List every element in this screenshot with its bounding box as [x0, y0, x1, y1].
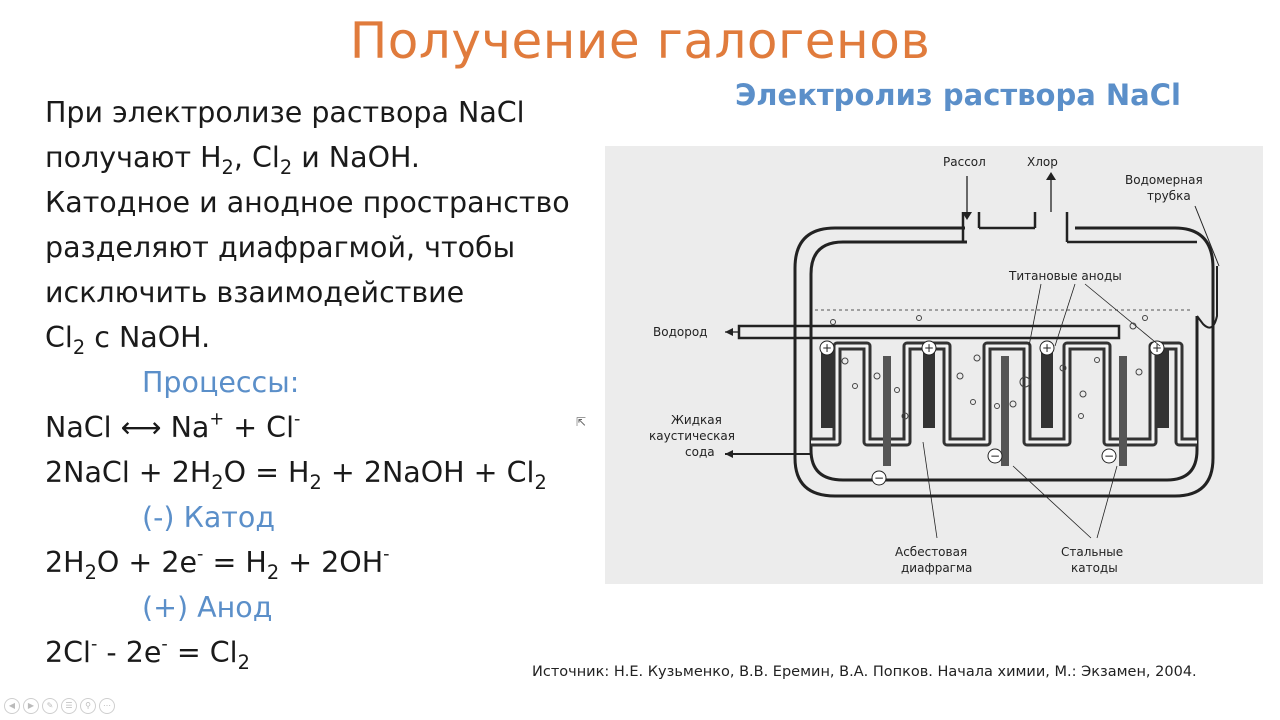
water-gauge-tube	[1196, 266, 1218, 329]
anode-heading: (+) Анод	[142, 591, 273, 624]
label-soda-1: Жидкая	[671, 413, 722, 427]
label-anodes: Титановые аноды	[1008, 269, 1122, 283]
anode-markers: + + + +	[819, 340, 1165, 356]
text-line: получают H2, Cl2 и NaOH.	[45, 141, 420, 179]
plus-mark: +	[1042, 341, 1052, 355]
equation-cathode: 2H2O + 2e- = H2 + 2OH-	[45, 544, 390, 584]
label-hydrogen: Водород	[653, 325, 707, 339]
text-line: Cl2 с NaOH.	[45, 321, 211, 359]
prev-slide-icon[interactable]: ◀	[4, 698, 20, 714]
label-gauge-1: Водомерная	[1125, 173, 1203, 187]
next-slide-icon[interactable]: ▶	[23, 698, 39, 714]
cathode-markers: − − −	[871, 448, 1117, 486]
titanium-anode	[821, 348, 833, 428]
label-brine: Рассол	[943, 155, 986, 169]
menu-icon[interactable]: ☰	[61, 698, 77, 714]
more-icon[interactable]: ⋯	[99, 698, 115, 714]
electrolysis-diagram: + + + + − − − Рассол Хлор Водомер	[605, 146, 1263, 584]
vessel-inner	[809, 240, 1199, 482]
slide-body: При электролизе раствора NaCl получают H…	[45, 90, 605, 675]
text-line: исключить взаимодействие	[45, 276, 465, 309]
steel-cathode	[883, 356, 891, 466]
slide-navigation: ◀ ▶ ✎ ☰ ⚲ ⋯	[4, 698, 115, 714]
minus-mark: −	[874, 471, 884, 485]
text-line: При электролизе раствора NaCl	[45, 96, 525, 129]
label-chlorine: Хлор	[1027, 155, 1058, 169]
label-asbestos-1: Асбестовая	[895, 545, 967, 559]
zoom-icon[interactable]: ⚲	[80, 698, 96, 714]
processes-heading: Процессы:	[142, 366, 300, 399]
equation-dissociation: NaCl ⟷ Na+ + Cl-	[45, 409, 301, 444]
vessel-outline	[793, 226, 1215, 498]
minus-mark: −	[1104, 449, 1114, 463]
plus-mark: +	[1152, 341, 1162, 355]
label-steel-1: Стальные	[1061, 545, 1123, 559]
steel-cathode	[1119, 356, 1127, 466]
label-asbestos-2: диафрагма	[901, 561, 972, 575]
titanium-anode	[1041, 348, 1053, 428]
label-steel-2: катоды	[1071, 561, 1118, 575]
diagram-subtitle: Электролиз раствора NaCl	[735, 78, 1181, 112]
electrolyzer-svg: + + + + − − − Рассол Хлор Водомер	[649, 155, 1220, 575]
titanium-anode	[1157, 348, 1169, 428]
source-citation: Источник: Н.Е. Кузьменко, В.В. Еремин, В…	[532, 664, 1197, 680]
gas-bubbles	[830, 315, 1148, 420]
cathode-heading: (-) Катод	[142, 501, 276, 534]
label-gauge-2: трубка	[1147, 189, 1191, 203]
pen-icon[interactable]: ✎	[42, 698, 58, 714]
steel-cathode	[1001, 356, 1009, 466]
text-line: Катодное и анодное пространство	[45, 186, 570, 219]
equation-anode: 2Cl- - 2e- = Cl2	[45, 634, 250, 674]
equation-overall: 2NaCl + 2H2O = H2 + 2NaOH + Cl2	[45, 456, 547, 494]
plus-mark: +	[822, 341, 832, 355]
titanium-anode	[923, 348, 935, 428]
slide-title: Получение галогенов	[349, 12, 931, 70]
minus-mark: −	[990, 449, 1000, 463]
text-line: разделяют диафрагмой, чтобы	[45, 231, 516, 264]
mouse-cursor-icon: ⇱	[576, 415, 587, 429]
plus-mark: +	[924, 341, 934, 355]
label-soda-2: каустическая	[649, 429, 735, 443]
label-soda-3: сода	[685, 445, 715, 459]
